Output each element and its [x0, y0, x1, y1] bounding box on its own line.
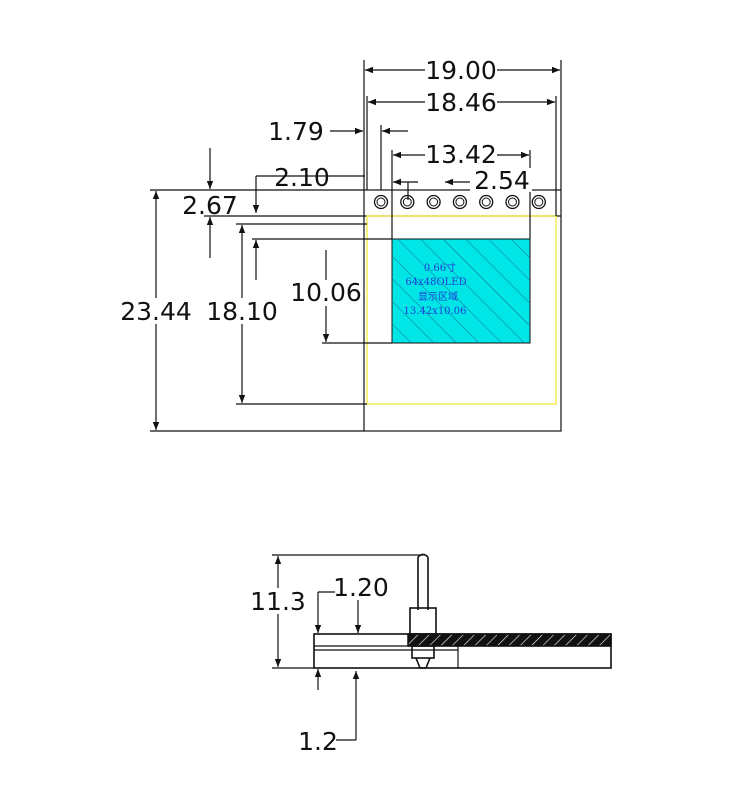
pin-hole — [479, 194, 494, 210]
pin-hole — [373, 194, 389, 210]
header-pin-tip — [415, 657, 431, 669]
pin-hole — [531, 194, 546, 210]
pcb-hatched-layer — [407, 633, 612, 647]
pcb-outline — [363, 189, 562, 432]
display-hatch — [392, 239, 530, 343]
pin-row — [373, 194, 546, 210]
dim-width-pcb: 18.46 — [425, 88, 497, 117]
glass-outline — [366, 215, 557, 405]
pin-hole — [505, 194, 520, 210]
header-pin-lower — [411, 645, 435, 659]
header-pin-collar — [409, 607, 437, 635]
header-pin — [417, 553, 429, 610]
dim-side-total-height: 11.3 — [250, 587, 306, 616]
dim-bottom-thickness: 1.2 — [298, 727, 338, 756]
pin-hole-inner — [508, 197, 517, 207]
top-view: 0.66寸 64x48OLED 显示区域 13.42x10.06 19.00 1… — [118, 56, 562, 432]
dim-display-offset: 2.10 — [274, 163, 330, 192]
pin-hole — [452, 194, 468, 210]
dim-display-height: 10.06 — [290, 278, 362, 307]
dim-display-width: 13.42 — [425, 140, 497, 169]
dim-glass-height: 18.10 — [206, 297, 278, 326]
pin-hole-inner — [376, 197, 386, 207]
dim-pin-offset: 1.79 — [268, 117, 324, 146]
pin-hole-inner — [455, 197, 465, 207]
pin-hole-inner — [429, 197, 439, 207]
pin-hole-inner — [534, 197, 544, 207]
display-label-4: 13.42x10.06 — [404, 306, 467, 317]
dim-pcb-thickness: 1.20 — [333, 573, 389, 602]
display-label-1: 0.66寸 — [424, 261, 456, 274]
pin-hole-inner — [402, 197, 412, 207]
dim-pin-pitch: 2.54 — [474, 166, 530, 195]
display-label-3: 显示区域 — [418, 290, 458, 303]
side-view: 11.3 1.20 1.2 — [246, 553, 612, 756]
dim-pin-row-height: 2.67 — [182, 191, 238, 220]
display-label-2: 64x48OLED — [405, 277, 466, 288]
module-body — [313, 633, 612, 669]
pin-hole — [400, 194, 415, 210]
dim-total-height: 23.44 — [120, 297, 192, 326]
pin-hole-inner — [481, 197, 491, 207]
dim-width-total: 19.00 — [425, 56, 497, 85]
pin-hole — [426, 194, 441, 210]
